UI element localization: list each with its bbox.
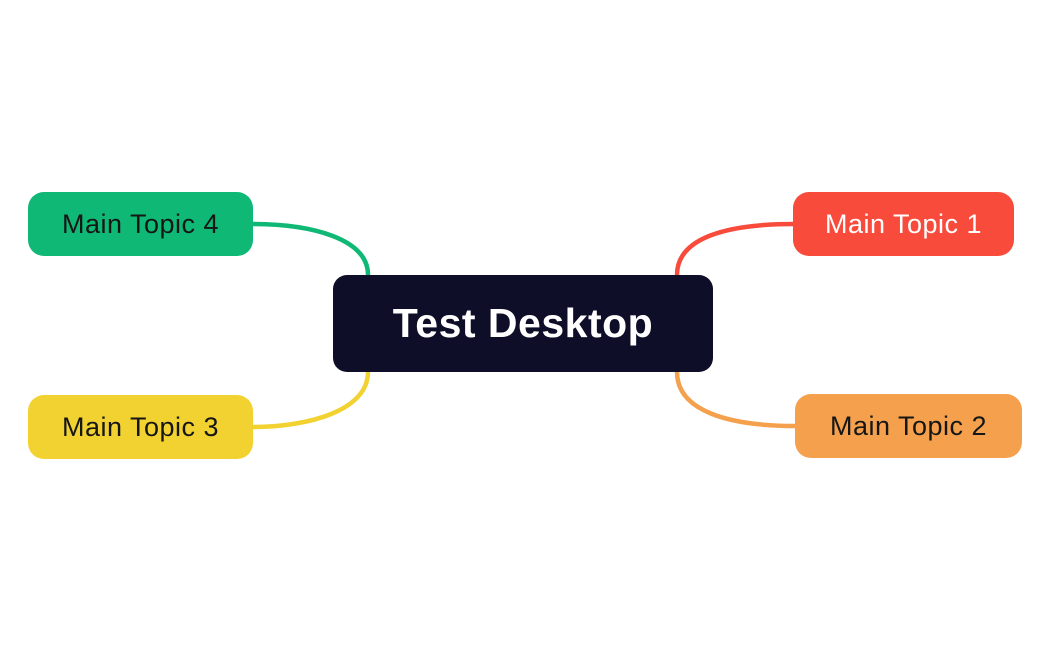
root-label: Test Desktop (392, 300, 654, 346)
topic-label: Main Topic 3 (61, 411, 220, 442)
topic-node-main-topic-4[interactable]: Main Topic 4 (28, 192, 253, 256)
connector-root-topic-3 (251, 371, 371, 430)
connector-root-topic-2 (674, 371, 797, 429)
topic-label: Main Topic 2 (829, 410, 988, 441)
topic-label: Main Topic 1 (824, 208, 983, 239)
topic-node-main-topic-3[interactable]: Main Topic 3 (28, 395, 253, 459)
topic-label: Main Topic 4 (61, 208, 220, 239)
root-node[interactable]: Test Desktop (333, 275, 713, 372)
connector-root-topic-1 (674, 221, 795, 276)
topic-node-main-topic-1[interactable]: Main Topic 1 (793, 192, 1014, 256)
connector-root-topic-4 (251, 221, 371, 276)
topic-node-main-topic-2[interactable]: Main Topic 2 (795, 394, 1022, 458)
